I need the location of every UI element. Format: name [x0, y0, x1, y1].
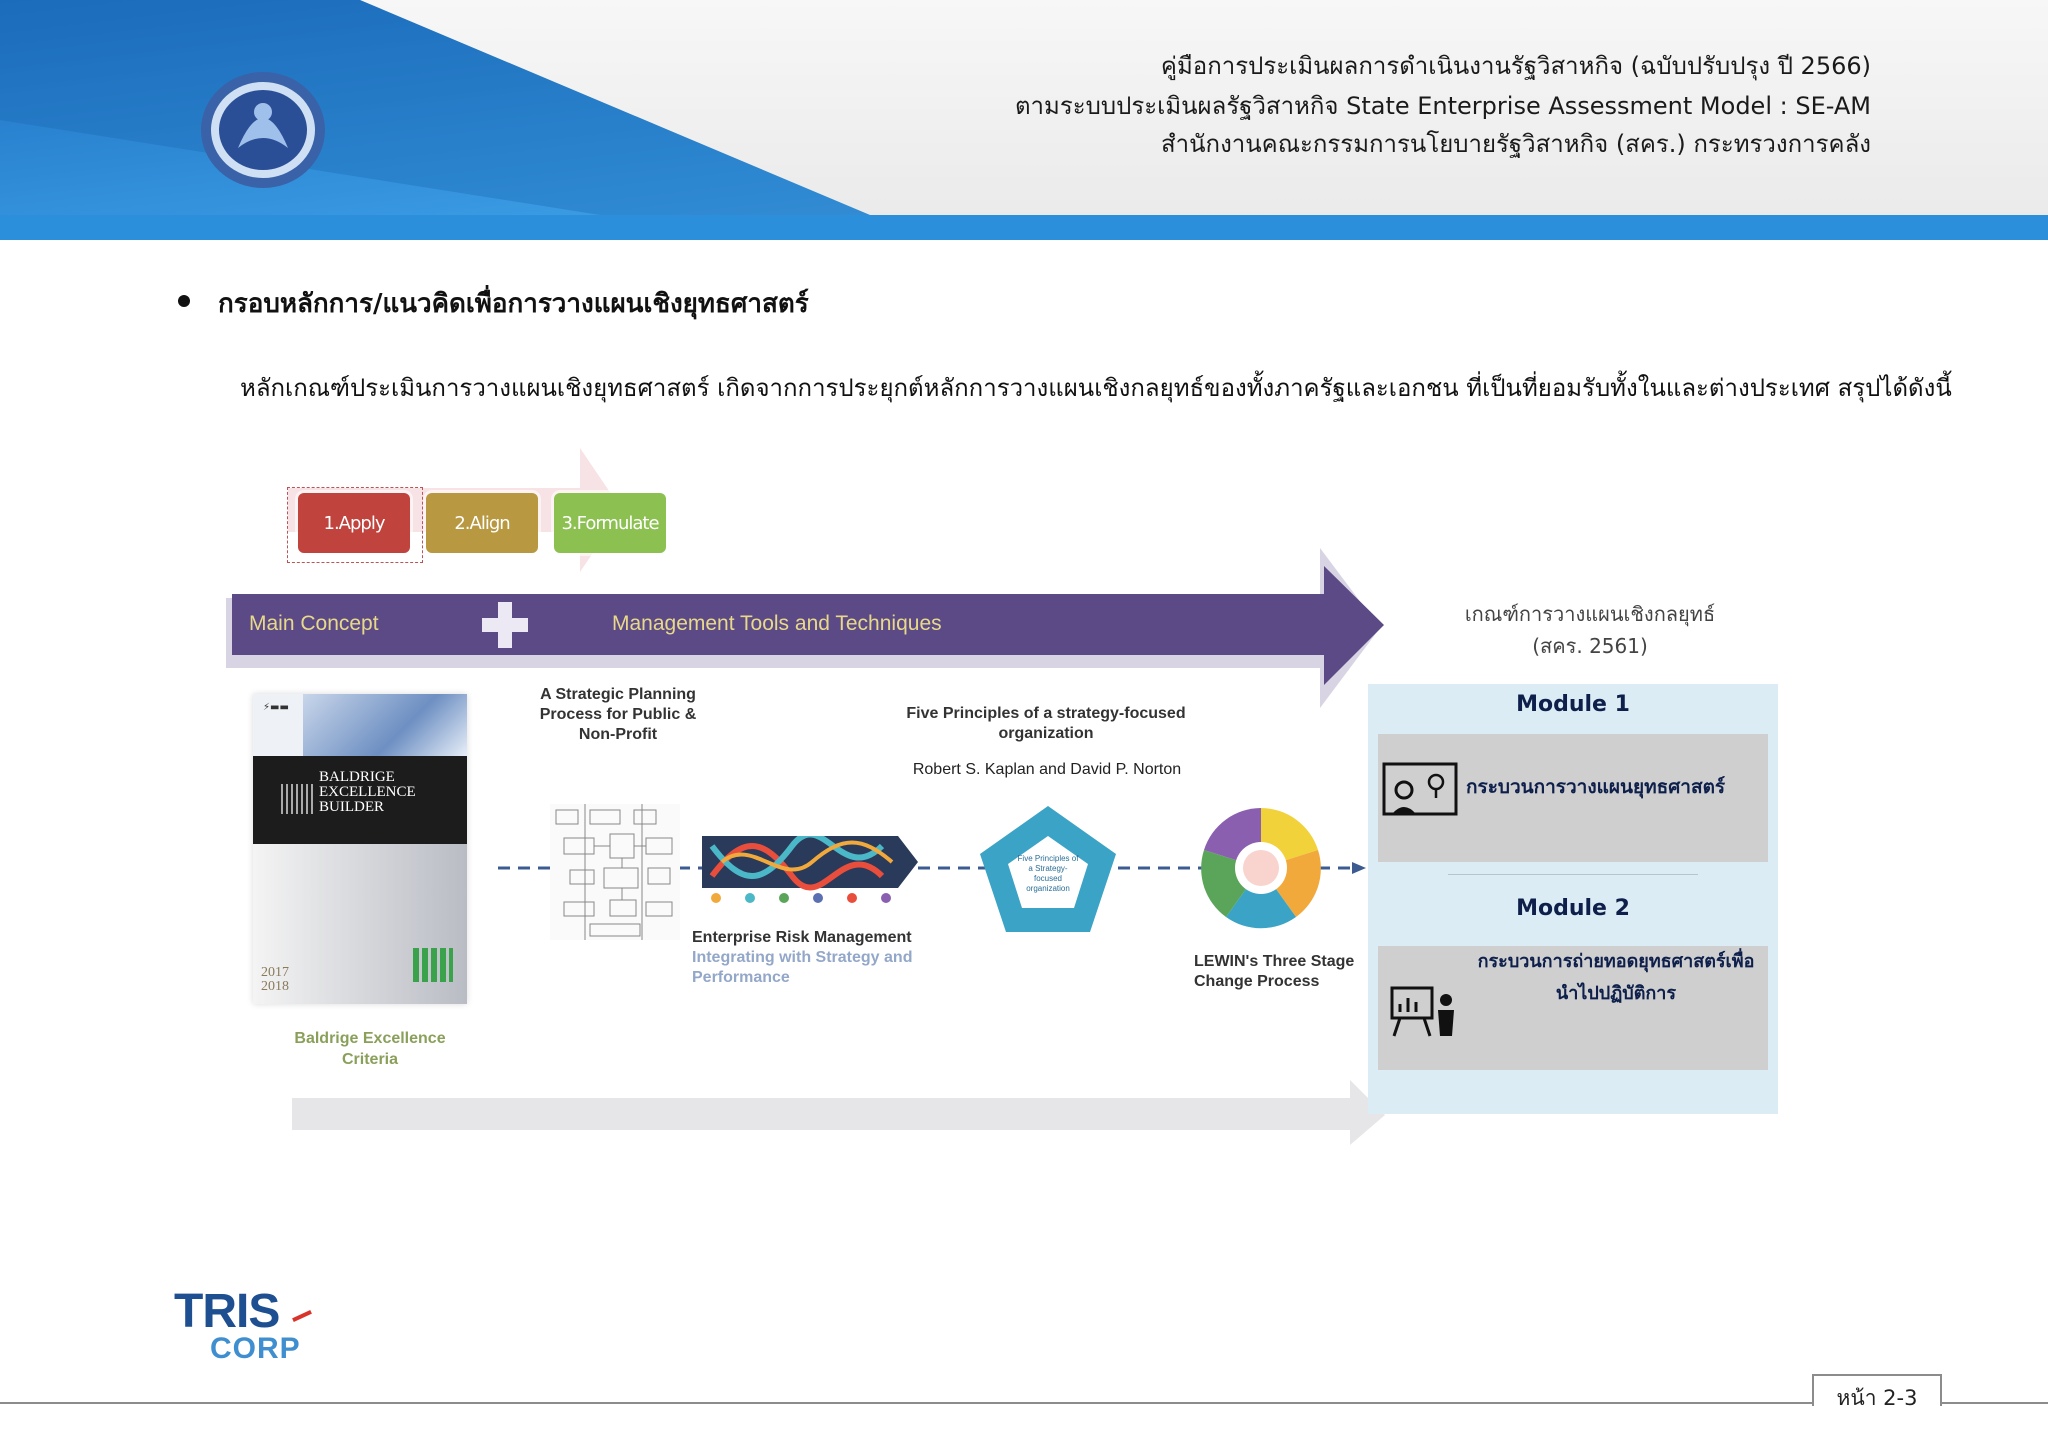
module2-text: กระบวนการถ่ายทอดยุทธศาสตร์เพื่อ นำไปปฏิบ… [1466, 946, 1766, 1010]
header-background [0, 0, 2048, 240]
criteria-title-line2: (สคร. 2561) [1532, 634, 1648, 658]
step-apply: 1.Apply [298, 493, 410, 553]
book-cover-swoosh [303, 694, 467, 756]
page-number: หน้า 2-3 [1836, 1386, 1918, 1410]
pentagon-center-text: Five Principles of a Strategy-focused or… [1017, 854, 1079, 893]
module2-text-line1: กระบวนการถ่ายทอดยุทธศาสตร์เพื่อ [1477, 951, 1755, 972]
criteria-panel: Module 1 กระบวนการวางแผนยุทธศาสตร์ Modul… [1368, 684, 1778, 1114]
module1-box: กระบวนการวางแผนยุทธศาสตร์ [1378, 734, 1768, 862]
five-principles-authors: Robert S. Kaplan and David P. Norton [912, 761, 1182, 778]
erm-caption-title: Enterprise Risk Management [692, 929, 912, 946]
header-title-line1: คู่มือการประเมินผลการดำเนินงานรัฐวิสาหกิ… [1160, 52, 1871, 80]
book-title-line3: BUILDER [319, 799, 384, 815]
baldrige-logo-icon: ⚡▬▬ [263, 702, 289, 713]
intro-paragraph: หลักเกณฑ์ประเมินการวางแผนเชิงยุทธศาสตร์ … [240, 374, 1952, 402]
module2-title: Module 2 [1516, 896, 1630, 921]
tris-corp-logo: TRIS CORP [174, 1285, 312, 1365]
book-green-bars-icon [413, 948, 453, 982]
baldrige-caption: Baldrige Excellence Criteria [294, 1030, 446, 1068]
lewin-caption: LEWIN's Three Stage Change Process [1194, 953, 1355, 990]
logo-text-bottom: CORP [210, 1332, 301, 1365]
bullet-dot [178, 295, 190, 307]
erm-helix-graphic [702, 836, 918, 903]
module2-text-line2: นำไปปฏิบัติการ [1555, 983, 1677, 1004]
strategic-planning-caption: A Strategic Planning Process for Public … [539, 686, 697, 743]
step-align: 2.Align [426, 493, 538, 553]
step-selection-outline [287, 487, 423, 563]
criteria-title-line1: เกณฑ์การวางแผนเชิงกลยุทธ์ [1464, 602, 1716, 626]
header-title-line3: สำนักงานคณะกรรมการนโยบายรัฐวิสาหกิจ (สคร… [1161, 130, 1871, 158]
five-principles-pentagon [980, 806, 1116, 932]
book-title-line1: BALDRIGE [319, 769, 395, 785]
main-concept-label: Main Concept [249, 612, 379, 635]
lewin-change-wheel [1201, 808, 1321, 929]
tools-label: Management Tools and Techniques [612, 612, 942, 635]
module1-title: Module 1 [1516, 692, 1630, 717]
five-principles-caption: Five Principles of a strategy-focused or… [906, 705, 1186, 742]
planning-presentation-icon [1382, 762, 1458, 816]
erm-caption-subtitle: Integrating with Strategy and Performanc… [692, 949, 913, 986]
ministry-emblem [201, 72, 325, 188]
criteria-title: เกณฑ์การวางแผนเชิงกลยุทธ์ (สคร. 2561) [1410, 598, 1770, 662]
strategic-planning-flowchart [550, 804, 680, 940]
module2-box: กระบวนการถ่ายทอดยุทธศาสตร์เพื่อ นำไปปฏิบ… [1378, 946, 1768, 1070]
section-heading: กรอบหลักการ/แนวคิดเพื่อการวางแผนเชิงยุทธ… [218, 289, 809, 319]
page-number-tab [1812, 1374, 1942, 1406]
module-divider [1448, 874, 1698, 875]
baldrige-book-cover: ⚡▬▬ BALDRIGE EXCELLENCE BUILDER 2017 201… [253, 694, 467, 1004]
module1-text: กระบวนการวางแผนยุทธศาสตร์ [1466, 776, 1726, 798]
book-title-band: BALDRIGE EXCELLENCE BUILDER [253, 756, 467, 844]
step-formulate: 3.Formulate [554, 493, 666, 553]
book-title-line2: EXCELLENCE [319, 784, 416, 800]
footer-rule [0, 1402, 2048, 1404]
logo-text-top: TRIS [174, 1285, 280, 1338]
book-years: 2017 2018 [261, 965, 289, 994]
header-title-line2: ตามระบบประเมินผลรัฐวิสาหกิจ State Enterp… [1014, 92, 1871, 120]
book-bars-icon [281, 784, 315, 814]
header-banner: คู่มือการประเมินผลการดำเนินงานรัฐวิสาหกิ… [0, 0, 2048, 240]
teaching-board-icon [1390, 986, 1454, 1037]
